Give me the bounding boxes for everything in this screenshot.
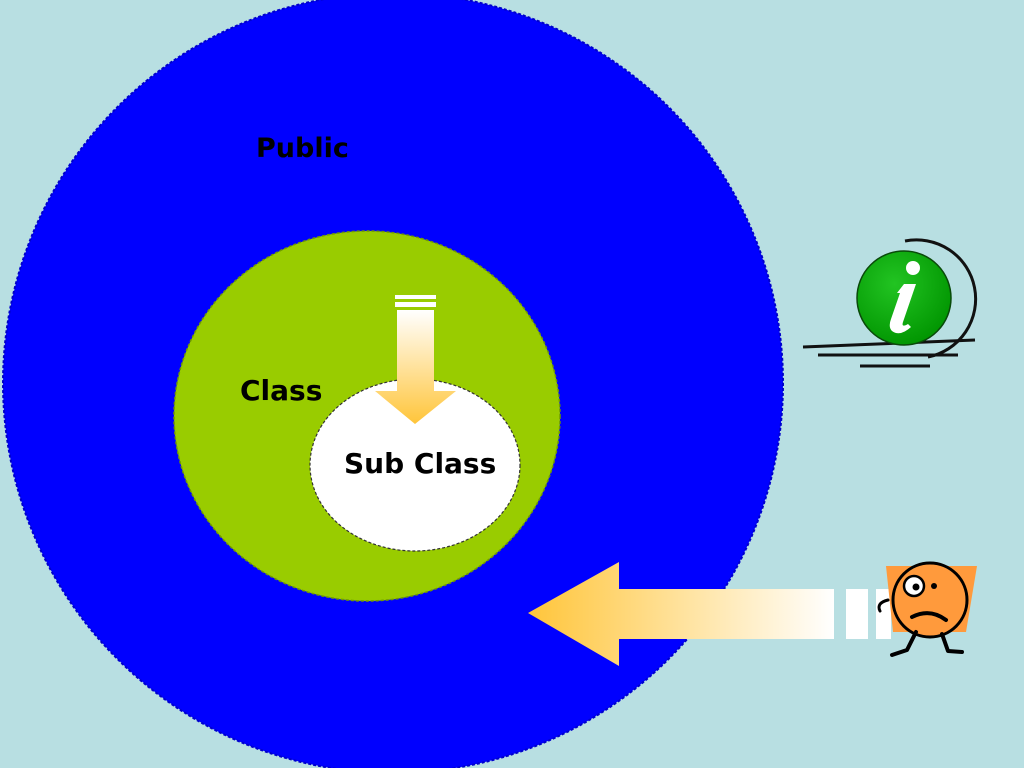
sub-class-label: Sub Class <box>344 447 497 480</box>
info-icon <box>802 238 978 368</box>
public-label: Public <box>256 133 349 164</box>
class-label: Class <box>240 374 323 407</box>
down-arrow <box>375 295 456 424</box>
person-icon <box>877 561 977 657</box>
